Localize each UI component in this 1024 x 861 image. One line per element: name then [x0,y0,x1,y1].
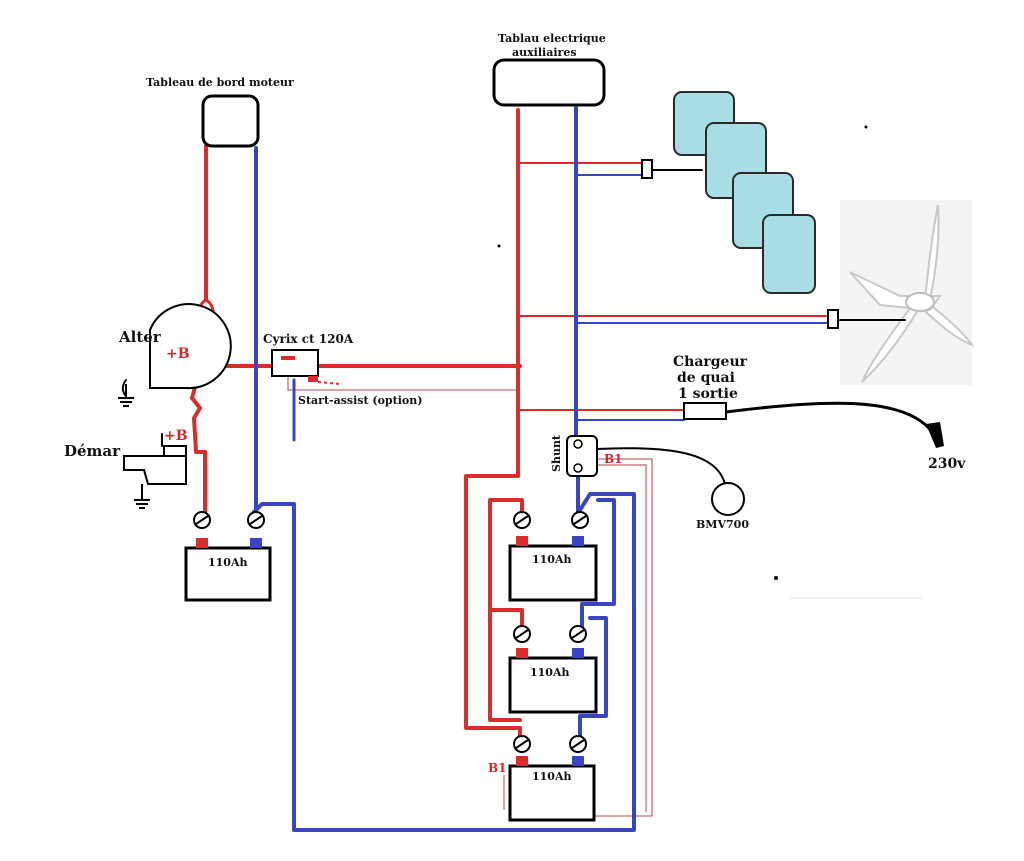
house-battery-3 [508,735,596,822]
alternator-b-label: +B [166,346,190,362]
alternator [121,303,232,397]
house-battery-2 [508,625,598,714]
house-battery-2-label: 110Ah [530,666,570,679]
shore-charger [683,402,727,420]
negative-wires [252,106,829,832]
ground-icon [118,384,134,407]
charger-label-line3: 1 sortie [678,386,738,402]
shunt [566,435,598,477]
cyrix-label: Cyrix ct 120A [263,332,354,346]
b1-bottom-label: B1 [488,761,507,775]
house-battery-1 [508,511,598,602]
engine-battery [184,511,272,602]
engine-dashboard-box [201,94,260,148]
aux-panel-label-line2: auxiliaires [512,46,577,59]
b1-top-label: B1 [604,452,623,466]
wind-connector [827,309,839,329]
charger-cables [595,169,934,489]
voltage-230-label: 230v [928,456,966,472]
bmv-monitor [711,482,745,516]
charger-label-line1: Chargeur [673,354,748,370]
aux-panel-label-line1: Tablau electrique [498,32,606,45]
cyrix-relay [271,349,319,377]
solar-connector [641,159,653,179]
start-assist-switch [308,376,341,385]
plug-icon [926,422,944,448]
starter-label: Démar [64,442,121,460]
positive-wires [186,108,829,742]
engine-dashboard-label: Tableau de bord moteur [146,76,294,89]
house-battery-1-label: 110Ah [532,553,572,566]
alternator-label: Alter [118,328,162,346]
start-assist-label: Start-assist (option) [298,394,422,407]
engine-battery-label: 110Ah [208,556,248,569]
shunt-label: Shunt [550,434,563,472]
starter [123,433,187,485]
starter-b-label: +B [164,428,188,444]
ground-icon [134,484,150,509]
house-battery-3-label: 110Ah [532,770,572,783]
bmv-label: BMV700 [696,518,749,531]
wind-turbine-icon [840,200,975,385]
aux-panel-box [492,58,606,107]
solar-panel-icon [673,91,816,294]
charger-label-line2: de quai [677,370,735,386]
